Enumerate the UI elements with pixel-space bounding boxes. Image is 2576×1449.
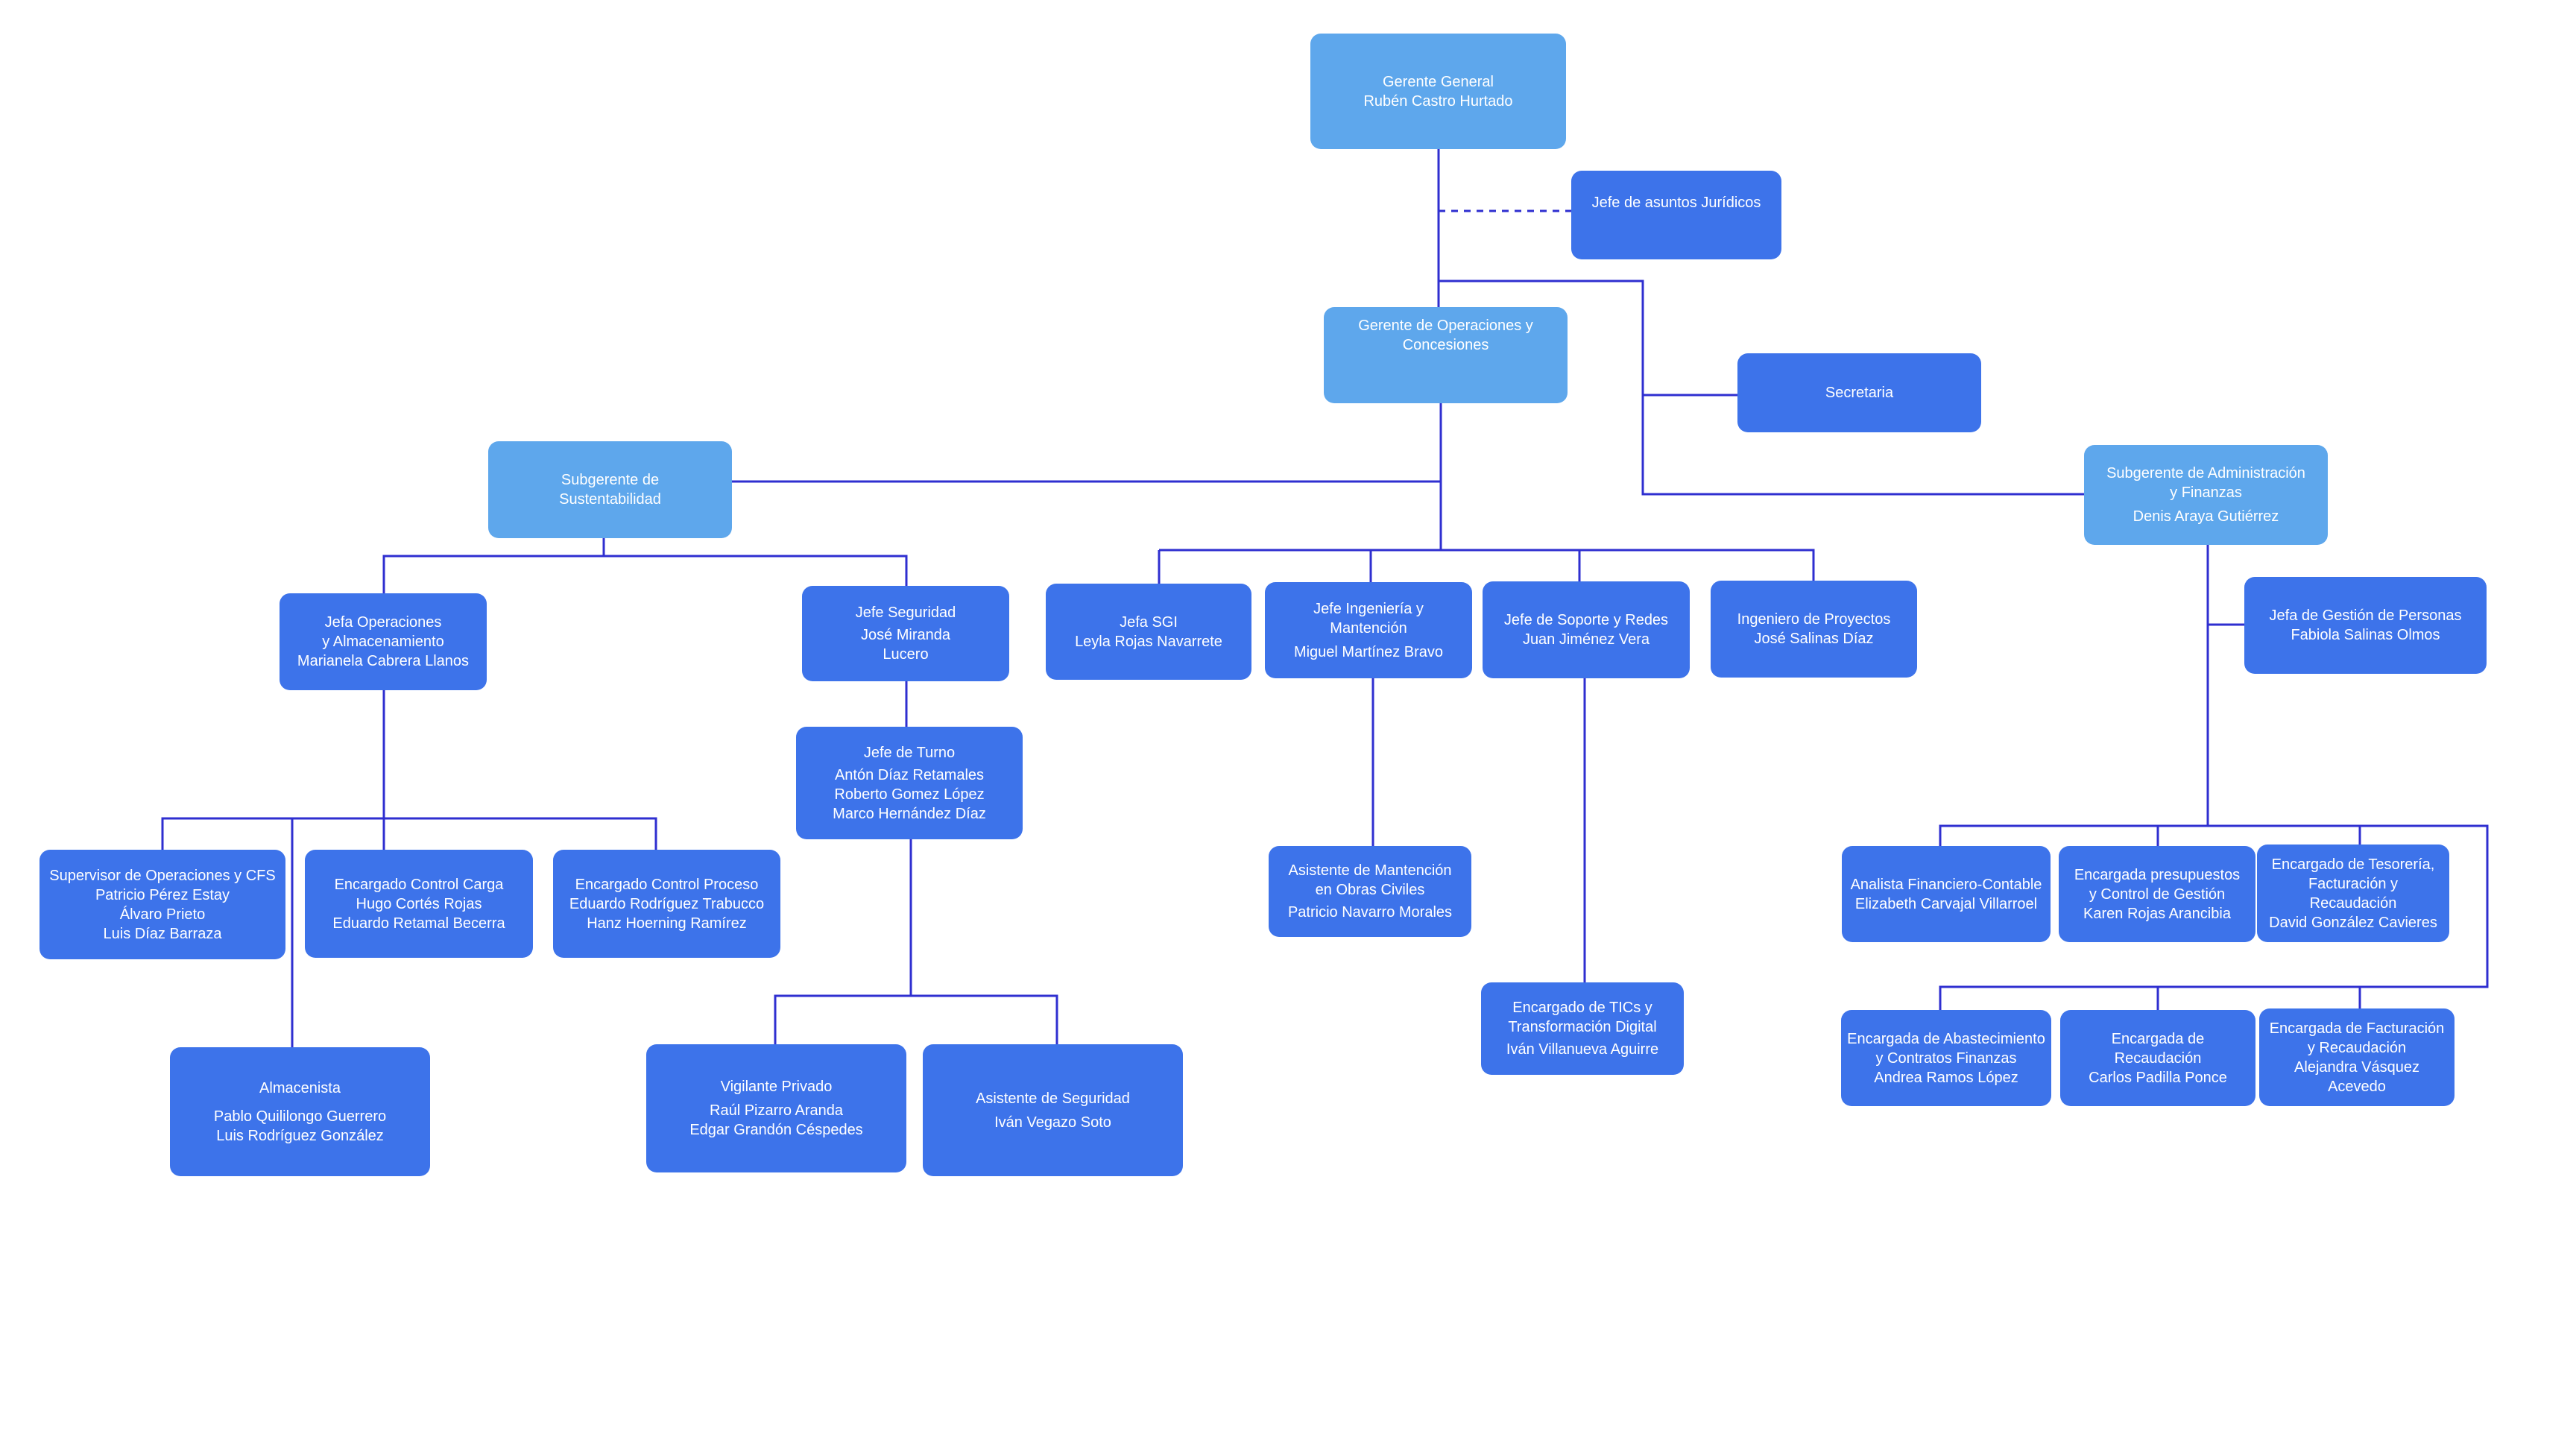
node-title: Encargada de Abastecimiento y Contratos … [1847, 1030, 2045, 1067]
node-title: Asistente de Seguridad [976, 1090, 1130, 1107]
node-asistente-mantencion[interactable]: Asistente de Mantención en Obras Civiles… [1269, 846, 1471, 937]
node-names: Andrea Ramos López [1874, 1069, 2018, 1086]
node-vigilante-privado[interactable]: Vigilante Privado Raúl Pizarro Aranda Ed… [646, 1044, 906, 1172]
node-secretaria[interactable]: Secretaria [1737, 353, 1981, 432]
node-names: Marianela Cabrera Llanos [297, 653, 470, 669]
connector-jefe-seguridad [774, 681, 1058, 1044]
node-title: Encargado Control Carga [334, 876, 504, 893]
node-title: Gerente General [1383, 73, 1494, 90]
node-title: Jefe Seguridad [855, 604, 956, 621]
node-names: José Salinas Díaz [1754, 631, 1874, 647]
node-title: Jefe de Turno [863, 744, 956, 761]
node-names: Elizabeth Carvajal Villarroel [1854, 895, 2038, 912]
connector-jefa-operaciones [161, 690, 657, 1047]
node-title: Asistente de Mantención en Obras Civiles [1288, 862, 1452, 898]
node-names: David González Cavieres [2269, 914, 2437, 931]
node-encargada-recaudacion[interactable]: Encargada de Recaudación Carlos Padilla … [2060, 1010, 2255, 1106]
node-jefe-ingenieria[interactable]: Jefe Ingeniería y Mantención Miguel Mart… [1265, 582, 1472, 678]
connector-admin-row1 [1939, 824, 2489, 1010]
node-encargado-tesoreria[interactable]: Encargado de Tesorería, Facturación y Re… [2257, 845, 2449, 942]
node-title: Ingeniero de Proyectos [1737, 611, 1891, 628]
node-encargado-control-proceso[interactable]: Encargado Control Proceso Eduardo Rodríg… [553, 850, 780, 958]
node-gerente-general[interactable]: Gerente General Rubén Castro Hurtado [1310, 34, 1566, 149]
node-names: Antón Díaz Retamales Roberto Gomez López… [833, 766, 986, 822]
node-title: Almacenista [259, 1079, 341, 1096]
node-jefe-asuntos-juridicos[interactable]: Jefe de asuntos Jurídicos [1571, 171, 1781, 259]
node-subgerente-administracion[interactable]: Subgerente de Administración y Finanzas … [2084, 445, 2328, 545]
node-names: Fabiola Salinas Olmos [2291, 627, 2440, 643]
node-title: Encargada de Recaudación [2111, 1030, 2205, 1067]
node-title: Encargado de Tesorería, Facturación y Re… [2271, 856, 2435, 912]
node-title: Secretaria [1825, 385, 1894, 401]
node-names: Leyla Rojas Navarrete [1075, 633, 1222, 650]
node-ingeniero-proyectos[interactable]: Ingeniero de Proyectos José Salinas Díaz [1711, 581, 1917, 678]
node-jefa-gestion-personas[interactable]: Jefa de Gestión de Personas Fabiola Sali… [2244, 577, 2487, 674]
node-names: Karen Rojas Arancibia [2083, 905, 2231, 922]
node-encargado-control-carga[interactable]: Encargado Control Carga Hugo Cortés Roja… [305, 850, 533, 958]
node-names: José Miranda Lucero [860, 627, 951, 663]
node-encargado-tics[interactable]: Encargado de TICs y Transformación Digit… [1481, 982, 1684, 1075]
node-subgerente-sustentabilidad[interactable]: Subgerente de Sustentabilidad [488, 441, 732, 538]
node-title: Encargada presupuestos y Control de Gest… [2074, 866, 2241, 903]
node-title: Supervisor de Operaciones y CFS [49, 867, 276, 884]
node-names: Hugo Cortés Rojas Eduardo Retamal Becerr… [332, 895, 505, 932]
node-gerente-operaciones[interactable]: Gerente de Operaciones y Concesiones [1324, 307, 1568, 403]
node-analista-financiero[interactable]: Analista Financiero-Contable Elizabeth C… [1842, 846, 2051, 942]
node-encargada-facturacion[interactable]: Encargada de Facturación y Recaudación A… [2259, 1008, 2455, 1106]
node-title: Subgerente de Sustentabilidad [559, 472, 661, 508]
node-jefe-turno[interactable]: Jefe de Turno Antón Díaz Retamales Rober… [796, 727, 1023, 839]
node-names: Carlos Padilla Ponce [2089, 1069, 2227, 1086]
connector-gg-staff [1439, 280, 2089, 496]
node-title: Encargado de TICs y Transformación Digit… [1508, 1000, 1657, 1035]
connector-departments-bar [1158, 549, 1815, 584]
node-names: Raúl Pizarro Aranda Edgar Grandón Césped… [689, 1102, 863, 1138]
node-title: Encargado Control Proceso [575, 876, 759, 893]
node-title: Jefe de asuntos Jurídicos [1591, 195, 1761, 211]
node-title: Jefa Operaciones y Almacenamiento [322, 614, 444, 650]
node-title: Subgerente de Administración y Finanzas [2106, 465, 2305, 501]
node-almacenista[interactable]: Almacenista Pablo Quililongo Guerrero Lu… [170, 1047, 430, 1176]
node-names: Eduardo Rodríguez Trabucco Hanz Hoerning… [569, 895, 765, 932]
node-title: Vigilante Privado [720, 1079, 833, 1095]
node-names: Pablo Quililongo Guerrero Luis Rodríguez… [213, 1108, 387, 1144]
node-jefa-operaciones[interactable]: Jefa Operaciones y Almacenamiento Marian… [280, 593, 487, 690]
node-names: Patricio Navarro Morales [1287, 904, 1453, 921]
node-title: Analista Financiero-Contable [1850, 876, 2042, 893]
node-title: Encargada de Facturación y Recaudación [2269, 1020, 2445, 1056]
node-supervisor-operaciones-cfs[interactable]: Supervisor de Operaciones y CFS Patricio… [40, 850, 285, 959]
node-names: Patricio Pérez Estay Álvaro Prieto Luis … [95, 886, 230, 942]
node-title: Jefe de Soporte y Redes [1503, 612, 1669, 628]
node-names: Juan Jiménez Vera [1522, 631, 1650, 648]
node-title: Gerente de Operaciones y Concesiones [1358, 318, 1533, 353]
node-jefa-sgi[interactable]: Jefa SGI Leyla Rojas Navarrete [1046, 584, 1251, 680]
node-title: Jefe Ingeniería y Mantención [1313, 600, 1424, 637]
node-jefe-soporte-redes[interactable]: Jefe de Soporte y Redes Juan Jiménez Ver… [1483, 581, 1690, 678]
node-encargada-presupuestos[interactable]: Encargada presupuestos y Control de Gest… [2059, 846, 2255, 942]
node-names: Denis Araya Gutiérrez [2133, 508, 2279, 525]
node-names: Iván Vegazo Soto [994, 1114, 1111, 1131]
node-jefe-seguridad[interactable]: Jefe Seguridad José Miranda Lucero [802, 586, 1009, 681]
node-names: Alejandra Vásquez Acevedo [2294, 1058, 2419, 1095]
node-title: Jefa de Gestión de Personas [2269, 607, 2462, 624]
node-encargada-abastecimiento[interactable]: Encargada de Abastecimiento y Contratos … [1841, 1010, 2051, 1106]
node-asistente-seguridad[interactable]: Asistente de Seguridad Iván Vegazo Soto [923, 1044, 1183, 1176]
connector-sustentabilidad-heads [382, 538, 908, 593]
node-names: Iván Villanueva Aguirre [1506, 1041, 1659, 1058]
node-names: Miguel Martínez Bravo [1293, 643, 1444, 660]
node-names: Rubén Castro Hurtado [1363, 92, 1513, 110]
node-title: Jefa SGI [1120, 613, 1178, 631]
